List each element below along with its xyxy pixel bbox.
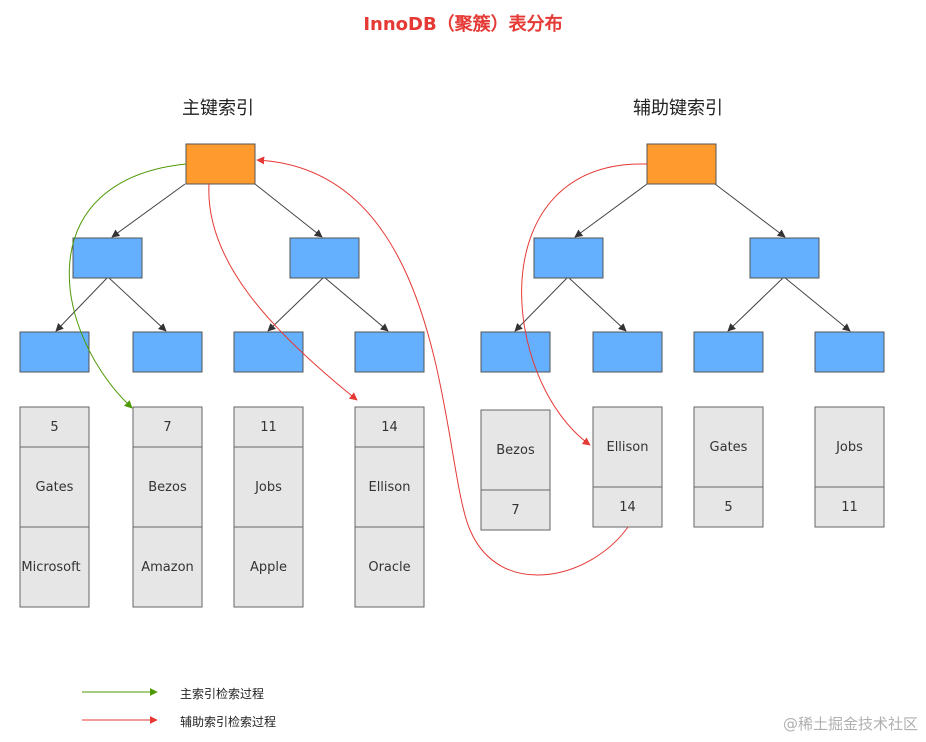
internal-node <box>72 237 143 279</box>
secondary-record: Ellison 14 <box>592 406 663 528</box>
tree-edge <box>574 183 648 238</box>
primary-key-return-path <box>256 156 629 576</box>
record-name: Jobs <box>254 480 282 495</box>
primary-record: 5 Gates Microsoft <box>19 406 90 608</box>
record-id: 7 <box>163 420 171 435</box>
record-id: 11 <box>841 500 858 515</box>
tree-edge <box>323 276 389 332</box>
primary-lookup-path <box>68 163 187 409</box>
tree-edge <box>567 276 627 332</box>
primary-record: 14 Ellison Oracle <box>354 406 425 608</box>
record-company: Apple <box>250 560 287 575</box>
tree-edge <box>107 276 167 332</box>
root-node <box>185 143 256 185</box>
secondary-final-lookup-path <box>208 183 358 401</box>
tree-edge <box>783 276 851 332</box>
tree-edge <box>714 183 786 238</box>
leaf-node <box>233 331 304 373</box>
record-name: Ellison <box>368 480 410 495</box>
secondary-lookup-path <box>521 163 648 446</box>
secondary-index-heading: 辅助键索引 <box>633 98 723 119</box>
tree-edge <box>727 276 785 332</box>
tree-edge <box>55 276 109 332</box>
leaf-node <box>693 331 764 373</box>
record-id: 14 <box>381 420 398 435</box>
record-company: Microsoft <box>21 560 80 575</box>
record-id: 5 <box>50 420 58 435</box>
secondary-index-tree: Bezos 7 Ellison 14 Gates 5 Jobs 11 <box>480 143 885 531</box>
record-company: Amazon <box>141 560 194 575</box>
tree-edge <box>514 276 569 332</box>
record-name: Bezos <box>496 443 535 458</box>
record-name: Bezos <box>148 480 187 495</box>
tree-edge <box>267 276 325 332</box>
secondary-record: Bezos 7 <box>480 409 551 531</box>
root-node <box>646 143 717 185</box>
primary-record: 11 Jobs Apple <box>233 406 304 608</box>
internal-node <box>533 237 604 279</box>
legend-primary-label: 主索引检索过程 <box>180 687 265 701</box>
leaf-node <box>19 331 90 373</box>
primary-index-heading: 主键索引 <box>182 98 254 119</box>
primary-record: 7 Bezos Amazon <box>132 406 203 608</box>
record-name: Gates <box>710 440 748 455</box>
leaf-node <box>132 331 203 373</box>
record-name: Jobs <box>835 440 863 455</box>
internal-node <box>289 237 360 279</box>
record-id: 7 <box>511 503 519 518</box>
internal-node <box>749 237 820 279</box>
secondary-record: Jobs 11 <box>814 406 885 528</box>
primary-index-tree: 5 Gates Microsoft 7 Bezos Amazon 11 Jobs… <box>19 143 425 608</box>
watermark: @稀土掘金技术社区 <box>782 715 918 733</box>
record-name: Ellison <box>606 440 648 455</box>
record-id: 5 <box>724 500 732 515</box>
leaf-node <box>354 331 425 373</box>
tree-edge <box>254 183 323 238</box>
leaf-node <box>592 331 663 373</box>
record-company: Oracle <box>368 560 410 575</box>
legend-secondary-label: 辅助索引检索过程 <box>180 715 277 729</box>
diagram-title: InnoDB（聚簇）表分布 <box>363 14 563 35</box>
record-name: Gates <box>36 480 74 495</box>
record-id: 11 <box>260 420 277 435</box>
record-id: 14 <box>619 500 636 515</box>
secondary-record: Gates 5 <box>693 406 764 528</box>
leaf-node <box>480 331 551 373</box>
leaf-node <box>814 331 885 373</box>
tree-edge <box>111 183 186 238</box>
